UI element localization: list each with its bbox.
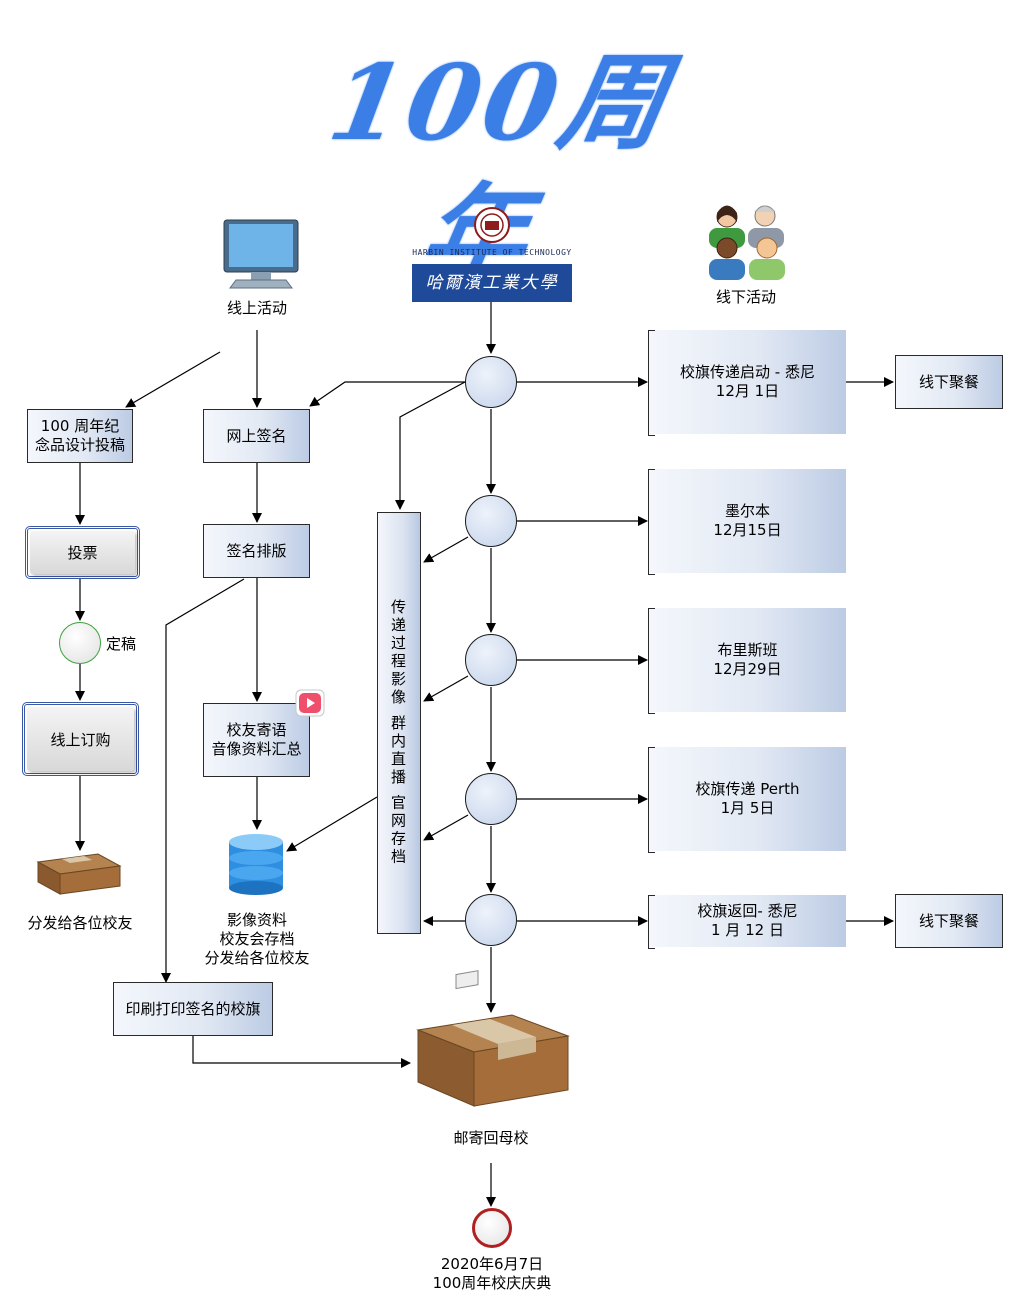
online-signature-label: 网上签名 [226,426,287,445]
logo-chinese-text: 哈爾濱工業大學 [412,264,572,302]
connector [309,381,465,407]
distribute-label: 分发给各位校友 [27,914,133,932]
offline-dinner-box: 线下聚餐 [895,894,1003,948]
offline-dinner-label: 线下聚餐 [918,372,979,391]
stop-label: 墨尔本 12月15日 [713,502,782,539]
print-flag-box: 印刷打印签名的校旗 [113,982,273,1036]
stop-label: 校旗传递 Perth 1月 5日 [695,780,800,817]
relay-record-label: 传递过程影像 群内直播 官网存档 [389,599,407,867]
online-order-task: 线上订购 [22,702,139,776]
relay-node-3 [465,634,517,686]
hit-logo: HARBIN INSTITUTE OF TECHNOLOGY 哈爾濱工業大學 [412,204,572,302]
connector [423,675,469,702]
connector [286,796,378,852]
design-submission-label: 100 周年纪念品设计投稿 [34,417,125,454]
stop-sydney-return: 校旗返回- 悉尼 1 月 12 日 [649,895,846,947]
design-submission-box: 100 周年纪念品设计投稿 [27,409,133,463]
online-activity-label: 线上活动 [226,299,287,317]
vote-label: 投票 [30,531,135,574]
online-order-label: 线上订购 [27,707,134,771]
relay-record-bar: 传递过程影像 群内直播 官网存档 [377,512,421,934]
finalize-label: 定稿 [106,635,137,653]
stop-label: 校旗传递启动 - 悉尼 12月 1日 [680,363,815,400]
alumni-messages-box: 校友寄语 音像资料汇总 [203,703,310,777]
connector [423,814,469,841]
offline-activity-label: 线下活动 [715,288,776,306]
online-signature-box: 网上签名 [203,409,310,463]
university-seal-icon [474,207,510,243]
stop-brisbane: 布里斯班 12月29日 [649,608,846,712]
relay-node-1 [465,356,517,408]
media-archive-label: 影像资料 校友会存档 分发给各位校友 [204,911,310,967]
connector [125,351,221,408]
stop-sydney-start: 校旗传递启动 - 悉尼 12月 1日 [649,330,846,434]
relay-node-2 [465,495,517,547]
stop-melbourne: 墨尔本 12月15日 [649,469,846,573]
offline-dinner-box: 线下聚餐 [895,355,1003,409]
signature-layout-box: 签名排版 [203,524,310,578]
print-flag-label: 印刷打印签名的校旗 [125,999,261,1018]
alumni-messages-label: 校友寄语 音像资料汇总 [211,721,302,758]
mail-back-label: 邮寄回母校 [453,1129,529,1147]
stop-perth: 校旗传递 Perth 1月 5日 [649,747,846,851]
stop-bracket [648,747,655,853]
stop-bracket [648,330,655,436]
stop-label: 布里斯班 12月29日 [713,641,782,678]
logo-english-text: HARBIN INSTITUTE OF TECHNOLOGY [412,248,572,257]
stop-label: 校旗返回- 悉尼 1 月 12 日 [697,902,798,939]
stop-bracket [648,895,655,949]
signature-layout-label: 签名排版 [226,541,287,560]
connector [423,536,469,563]
stop-bracket [648,608,655,714]
connector [395,381,466,510]
connector [192,1036,411,1068]
relay-node-4 [465,773,517,825]
connector [161,578,245,983]
relay-node-5 [465,894,517,946]
stop-bracket [648,469,655,575]
offline-dinner-label: 线下聚餐 [918,911,979,930]
celebration-label: 2020年6月7日 100周年校庆庆典 [432,1255,552,1292]
end-event-icon [472,1208,512,1248]
vote-task: 投票 [25,526,140,579]
finalize-event-icon [59,622,101,664]
